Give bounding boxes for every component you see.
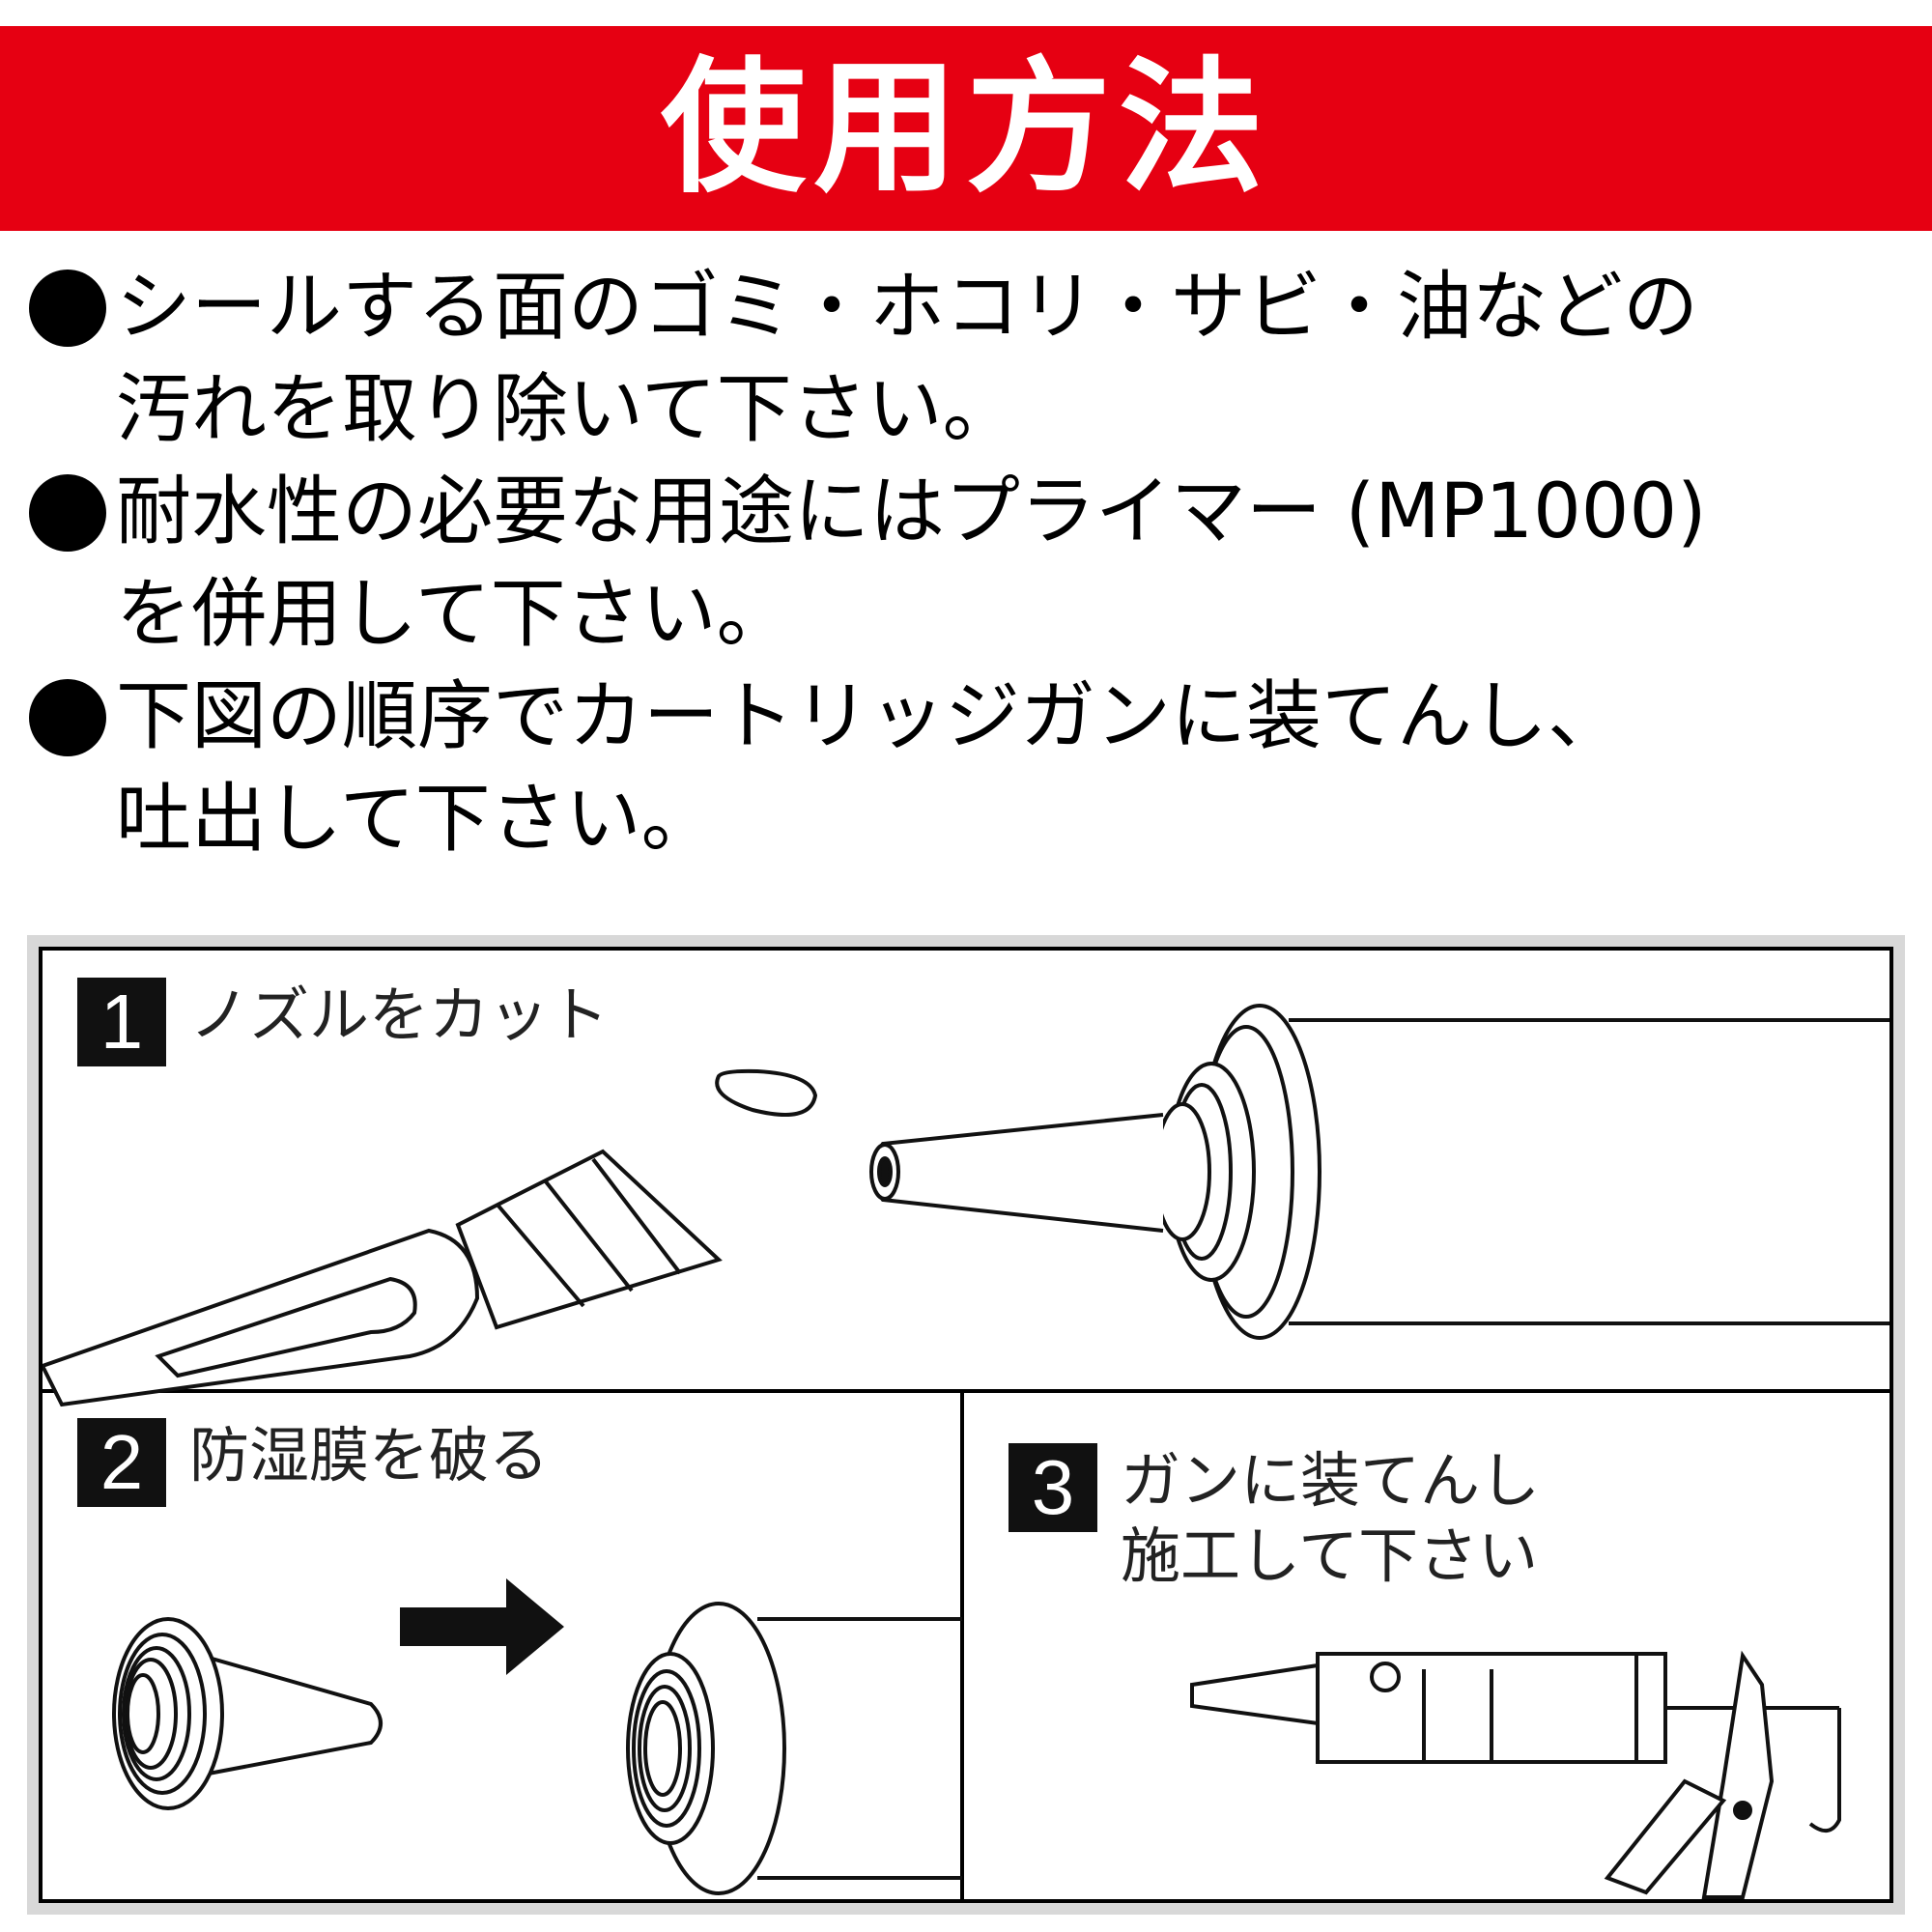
step-1-label: 1 ノズルをカット: [77, 978, 609, 1066]
instruction-line: 吐出して下さい。: [116, 776, 717, 863]
illustration-panel: 1 ノズルをカット 2 防湿膜を破る 3 ガンに装てんし 施工して下さい: [39, 947, 1893, 1903]
step-text-line: 施工して下さい: [1121, 1520, 1539, 1591]
step-text-line: ガンに装てんし: [1121, 1445, 1541, 1516]
instruction-line: を併用して下さい。: [116, 571, 792, 658]
step-3-label: 3 ガンに装てんし 施工して下さい: [1009, 1443, 1540, 1594]
nozzle-tip-icon: [715, 1068, 818, 1117]
header-banner: 使用方法: [0, 26, 1932, 231]
instruction-item: 下図の順序でカートリッジガンに装てんし、 吐出して下さい。: [29, 666, 1913, 870]
instruction-item: 耐水性の必要な用途にはプライマー (MP1000) を併用して下さい。: [29, 461, 1913, 666]
instruction-line: シールする面のゴミ・ホコリ・サビ・油などの: [116, 264, 1699, 351]
bullet-icon: [29, 474, 106, 552]
step-number-2: 2: [77, 1418, 166, 1507]
instruction-line: 汚れを取り除いて下さい。: [116, 366, 1018, 453]
instruction-text: シールする面のゴミ・ホコリ・サビ・油などの 汚れを取り除いて下さい。: [116, 256, 1913, 461]
step-text-line: ノズルをカット: [189, 980, 610, 1050]
step-number-3: 3: [1009, 1443, 1097, 1532]
page-title: 使用方法: [660, 44, 1271, 213]
step-2-label: 2 防湿膜を破る: [77, 1418, 549, 1507]
caulking-gun-icon: [1190, 1650, 1841, 1899]
instruction-item: シールする面のゴミ・ホコリ・サビ・油などの 汚れを取り除いて下さい。: [29, 256, 1913, 461]
illustration-frame: 1 ノズルをカット 2 防湿膜を破る 3 ガンに装てんし 施工して下さい: [27, 935, 1905, 1915]
step-3-text: ガンに装てんし 施工して下さい: [1121, 1443, 1540, 1594]
instruction-text: 耐水性の必要な用途にはプライマー (MP1000) を併用して下さい。: [116, 461, 1913, 666]
arrow-right-icon: [400, 1578, 564, 1675]
illustration-canvas: [43, 1004, 1889, 1899]
step-number-1: 1: [77, 978, 166, 1066]
nozzle-icon: [112, 1617, 383, 1810]
bullet-icon: [29, 679, 106, 756]
step-text-line: 防湿膜を破る: [189, 1420, 550, 1491]
instruction-line: 下図の順序でカートリッジガンに装てんし、: [116, 673, 1624, 760]
cartridge-open-icon: [626, 1602, 962, 1895]
step-2-text: 防湿膜を破る: [189, 1418, 549, 1493]
instruction-list: シールする面のゴミ・ホコリ・サビ・油などの 汚れを取り除いて下さい。 耐水性の必…: [29, 256, 1913, 870]
bullet-icon: [29, 270, 106, 347]
cartridge-icon: [869, 1004, 1889, 1340]
step-1-text: ノズルをカット: [189, 978, 609, 1053]
instruction-line: 耐水性の必要な用途にはプライマー (MP1000): [116, 469, 1707, 555]
instruction-text: 下図の順序でカートリッジガンに装てんし、 吐出して下さい。: [116, 666, 1913, 870]
cutter-knife-icon: [43, 1149, 723, 1407]
